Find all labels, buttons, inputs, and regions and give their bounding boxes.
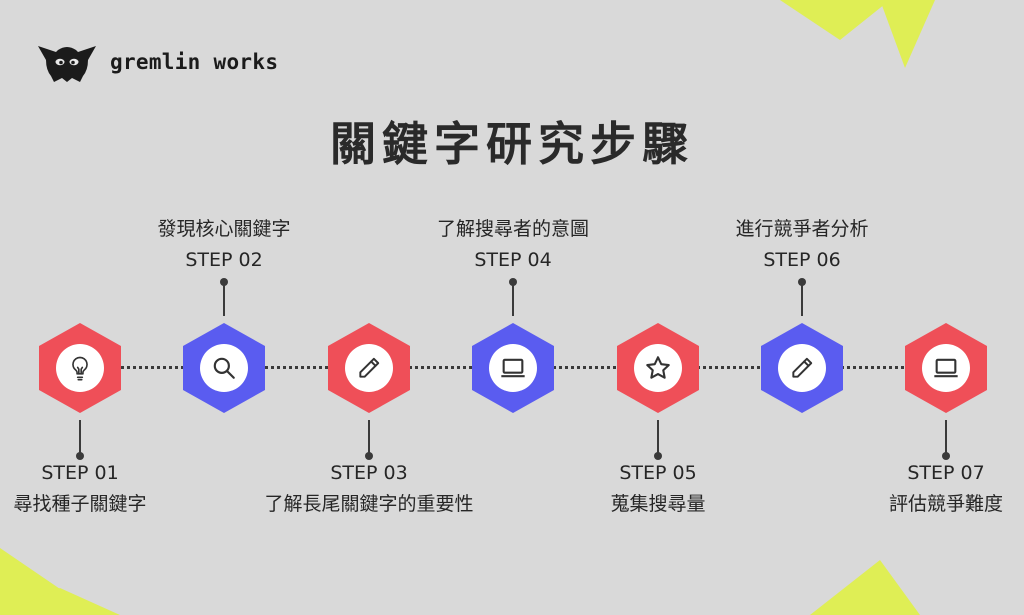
decorative-triangle-bottom-left [0, 548, 120, 615]
step-icon-circle [634, 344, 682, 392]
step-connector-dot [509, 278, 517, 286]
step-icon-circle [345, 344, 393, 392]
step-icon-circle [200, 344, 248, 392]
step-connector-dot [365, 452, 373, 460]
step-connector-line [512, 282, 514, 316]
decorative-triangle-top-right [780, 0, 935, 68]
step-hexagon-4 [470, 322, 556, 414]
star-icon [644, 354, 672, 382]
laptop-icon [499, 354, 527, 382]
step-connector-dot [942, 452, 950, 460]
step-label-1: STEP 01 尋找種子關鍵字 [0, 458, 280, 520]
step-label-2: 發現核心關鍵字 STEP 02 [84, 214, 364, 276]
page-title: 關鍵字研究步驟 [330, 117, 694, 171]
step-hexagon-6 [759, 322, 845, 414]
step-hexagon-1 [37, 322, 123, 414]
step-title: 了解搜尋者的意圖 [436, 218, 589, 240]
step-connector-line [657, 420, 659, 454]
gremlin-mascot-icon [38, 46, 96, 82]
step-title: 進行競爭者分析 [735, 218, 869, 240]
lightbulb-icon [66, 354, 94, 382]
step-title: 蒐集搜尋量 [610, 493, 706, 515]
step-hexagon-7 [903, 322, 989, 414]
step-number: STEP 04 [474, 249, 552, 271]
step-icon-circle [922, 344, 970, 392]
step-label-6: 進行競爭者分析 STEP 06 [662, 214, 942, 276]
step-hexagon-5 [615, 322, 701, 414]
pencil-icon [356, 355, 382, 381]
step-label-5: STEP 05 蒐集搜尋量 [518, 458, 798, 520]
step-title: 發現核心關鍵字 [157, 218, 291, 240]
step-icon-circle [489, 344, 537, 392]
step-hexagon-3 [326, 322, 412, 414]
step-icon-circle [778, 344, 826, 392]
laptop-icon [932, 354, 960, 382]
step-connector-line [368, 420, 370, 454]
decorative-triangle-bottom-right [810, 560, 920, 615]
step-label-4: 了解搜尋者的意圖 STEP 04 [373, 214, 653, 276]
step-title: 尋找種子關鍵字 [13, 493, 147, 515]
step-connector-line [79, 420, 81, 454]
step-connector-dot [654, 452, 662, 460]
step-number: STEP 06 [763, 249, 841, 271]
pencil-icon [789, 355, 815, 381]
step-number: STEP 05 [619, 462, 697, 484]
step-connector-dot [798, 278, 806, 286]
step-connector-line [945, 420, 947, 454]
step-number: STEP 01 [41, 462, 119, 484]
step-number: STEP 02 [185, 249, 263, 271]
step-connector-dot [76, 452, 84, 460]
step-title: 了解長尾關鍵字的重要性 [264, 493, 474, 515]
step-connector-dot [220, 278, 228, 286]
brand-logo: gremlin works [36, 40, 278, 84]
step-number: STEP 07 [907, 462, 985, 484]
step-connector-line [223, 282, 225, 316]
brand-name: gremlin works [110, 50, 279, 74]
step-icon-circle [56, 344, 104, 392]
step-hexagon-2 [181, 322, 267, 414]
step-connector-line [801, 282, 803, 316]
step-title: 評估競爭難度 [888, 493, 1003, 515]
step-label-7: STEP 07 評估競爭難度 [744, 458, 1024, 520]
step-label-3: STEP 03 了解長尾關鍵字的重要性 [229, 458, 509, 520]
step-number: STEP 03 [330, 462, 408, 484]
search-icon [211, 355, 237, 381]
